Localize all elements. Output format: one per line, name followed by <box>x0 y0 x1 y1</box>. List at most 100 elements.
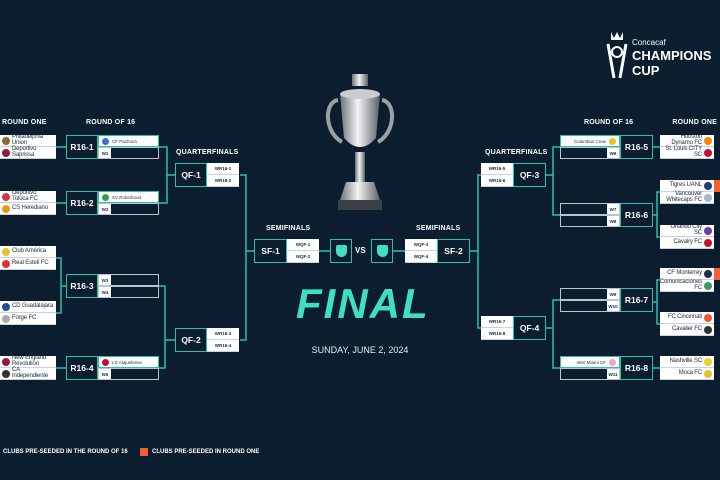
team-name: Cavalier FC <box>671 325 702 332</box>
legend-orange-swatch <box>140 448 148 456</box>
logo-brand: Concacaf <box>632 38 666 47</box>
team-name: Club América <box>12 247 46 254</box>
match-sf-1[interactable]: SF-1 <box>254 239 287 263</box>
logo-line1: CHAMPIONS <box>632 48 712 63</box>
qf-slot: WR16-1 <box>207 163 239 175</box>
team-name: CA Independiente <box>12 366 49 379</box>
match-r16-5[interactable]: R16-5 <box>620 135 653 159</box>
match-qf-2[interactable]: QF-2 <box>175 328 207 352</box>
header-round-one-right: ROUND ONE <box>672 119 717 126</box>
club-crest-icon <box>2 302 10 311</box>
winner-tag: W4 <box>99 287 111 297</box>
legend-r1: CLUBS PRE-SEEDED IN ROUND ONE <box>152 449 260 455</box>
team-slot: Houston Dynamo FC <box>660 133 714 147</box>
team-name: Vancouver Whitecaps FC <box>666 190 702 203</box>
match-qf-4[interactable]: QF-4 <box>513 316 546 340</box>
team-name: Real Estelí FC <box>12 259 49 266</box>
team-name: Nashville SC <box>669 357 702 364</box>
match-r16-3[interactable]: R16-3 <box>66 274 98 298</box>
header-round-one: ROUND ONE <box>2 119 47 126</box>
team-name: Columbus Crew <box>573 138 606 144</box>
team-name: Orlando City SC <box>670 223 702 236</box>
club-crest-icon <box>2 314 10 323</box>
r16-slot-top: LD Alajuelense <box>98 356 159 368</box>
match-r16-1[interactable]: R16-1 <box>66 135 98 159</box>
team-name: FC Cincinnati <box>667 313 702 320</box>
team-name: New England Revolution <box>12 354 47 367</box>
club-crest-icon <box>704 357 712 366</box>
team-slot: Club América <box>0 246 56 258</box>
r16-slot-bottom: W4 <box>98 286 159 298</box>
pre-seeded-marker <box>714 180 720 192</box>
team-slot: St. Louis CITY SC <box>660 146 714 159</box>
qf-slot: WR16-2 <box>207 175 239 187</box>
qf-slot: WR16-7 <box>481 316 513 328</box>
r16-slot-top: W3 <box>98 274 159 286</box>
team-slot: Vancouver Whitecaps FC <box>660 190 714 204</box>
r16-slot-bottom: W1 <box>98 147 159 159</box>
team-name: Deportivo Toluca FC <box>12 189 38 202</box>
vs-label: VS <box>355 246 366 255</box>
winner-tag: W1 <box>99 148 111 158</box>
qf-slot: WR16-5 <box>481 163 513 175</box>
header-quarterfinals: QUARTERFINALS <box>176 149 239 156</box>
team-name: Tigres UANL <box>669 181 703 188</box>
club-crest-icon <box>704 193 712 202</box>
pre-seeded-marker <box>714 268 720 280</box>
club-crest-icon <box>2 192 10 201</box>
club-crest-icon <box>704 325 712 334</box>
team-name: SV Robinhood <box>112 194 142 200</box>
team-name: CD Guadalajara <box>12 302 53 309</box>
match-r16-4[interactable]: R16-4 <box>66 356 98 380</box>
team-slot: Comunicaciones FC <box>660 279 714 292</box>
r16-slot-bottom: W11 <box>560 368 620 380</box>
winner-tag: W3 <box>99 275 111 285</box>
winner-tag: W5 <box>99 369 111 379</box>
club-crest-icon <box>102 358 109 366</box>
winner-tag: W9 <box>607 289 619 299</box>
club-crest-icon <box>704 148 712 157</box>
qf-slot: WR16-6 <box>481 175 513 187</box>
team-slot: Cavalier FC <box>660 324 714 336</box>
club-crest-icon <box>704 226 712 235</box>
team-slot: CF Monterrey <box>660 268 714 280</box>
r16-slot-bottom: W10 <box>560 300 620 312</box>
team-slot: Forge FC <box>0 313 56 325</box>
club-crest-icon <box>704 369 712 378</box>
club-crest-icon <box>704 136 712 145</box>
final-date: SUNDAY, JUNE 2, 2024 <box>311 345 409 355</box>
sf-slot: WQF-1 <box>287 239 319 251</box>
sf-slot: WQF-3 <box>405 239 437 251</box>
team-slot: FC Cincinnati <box>660 312 714 324</box>
logo-line2: CUP <box>632 63 660 78</box>
team-name: Moca FC <box>678 369 702 376</box>
club-crest-icon <box>609 137 616 145</box>
team-slot: CA Independiente <box>0 366 56 380</box>
r16-slot-bottom: W2 <box>98 203 159 215</box>
team-slot: Real Estelí FC <box>0 258 56 270</box>
team-name: CS Herediano <box>12 204 48 211</box>
qf-slot: WR16-8 <box>481 328 513 340</box>
club-crest-icon <box>2 136 10 145</box>
r16-slot-top: Inter Miami CF <box>560 356 620 368</box>
team-name: CF Monterrey <box>667 269 702 276</box>
team-name: Houston Dynamo FC <box>671 133 702 146</box>
match-qf-1[interactable]: QF-1 <box>175 163 207 187</box>
match-r16-2[interactable]: R16-2 <box>66 191 98 215</box>
team-slot: Philadelphia Union <box>0 134 56 147</box>
club-crest-icon <box>102 193 109 201</box>
match-r16-8[interactable]: R16-8 <box>620 356 653 380</box>
match-sf-2[interactable]: SF-2 <box>437 239 470 263</box>
match-r16-6[interactable]: R16-6 <box>620 203 653 227</box>
header-semifinals-right: SEMIFINALS <box>416 225 461 232</box>
team-slot: CD Guadalajara <box>0 301 56 313</box>
winner-tag: W11 <box>607 369 619 379</box>
r16-slot-top: Columbus Crew <box>560 135 620 147</box>
team-name: Forge FC <box>12 314 37 321</box>
club-crest-icon <box>704 281 712 290</box>
r16-slot-top: W9 <box>560 288 620 300</box>
match-r16-7[interactable]: R16-7 <box>620 288 653 312</box>
sf-slot: WQF-2 <box>287 251 319 263</box>
team-slot: Deportivo Toluca FC <box>0 189 56 203</box>
match-qf-3[interactable]: QF-3 <box>513 163 546 187</box>
